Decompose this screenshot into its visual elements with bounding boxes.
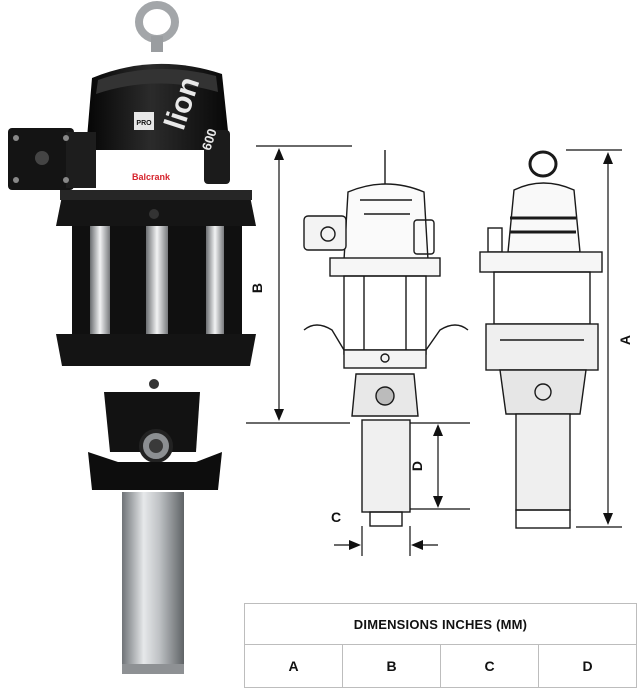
table-caption-row: DIMENSIONS INCHES (MM) xyxy=(244,603,637,645)
lower-tube xyxy=(122,492,184,674)
side-view-drawing xyxy=(479,150,603,529)
dim-label-b: B xyxy=(249,282,266,294)
dim-label-a: A xyxy=(617,334,634,346)
column-header-a: A xyxy=(244,644,343,688)
brand-badge xyxy=(134,112,154,130)
column-header-d: D xyxy=(538,644,637,688)
dimensions-table: DIMENSIONS INCHES (MM) A B C D xyxy=(244,603,637,688)
column-header-c: C xyxy=(440,644,539,688)
maker-mark-text: Balcrank xyxy=(132,172,171,182)
lifting-eye xyxy=(135,1,179,43)
table-caption: DIMENSIONS INCHES (MM) xyxy=(244,603,637,645)
dim-label-d: D xyxy=(409,460,426,472)
dimension-lines xyxy=(246,145,622,556)
pump-photo: PRO lion 600 Balcrank xyxy=(8,1,256,674)
front-view-drawing xyxy=(303,150,469,527)
badge-brand-text: PRO xyxy=(136,120,152,127)
column-header-b: B xyxy=(342,644,441,688)
model-number-text: 600 xyxy=(199,127,220,152)
dim-label-c: C xyxy=(331,509,342,525)
table-header-row: A B C D xyxy=(244,644,637,688)
